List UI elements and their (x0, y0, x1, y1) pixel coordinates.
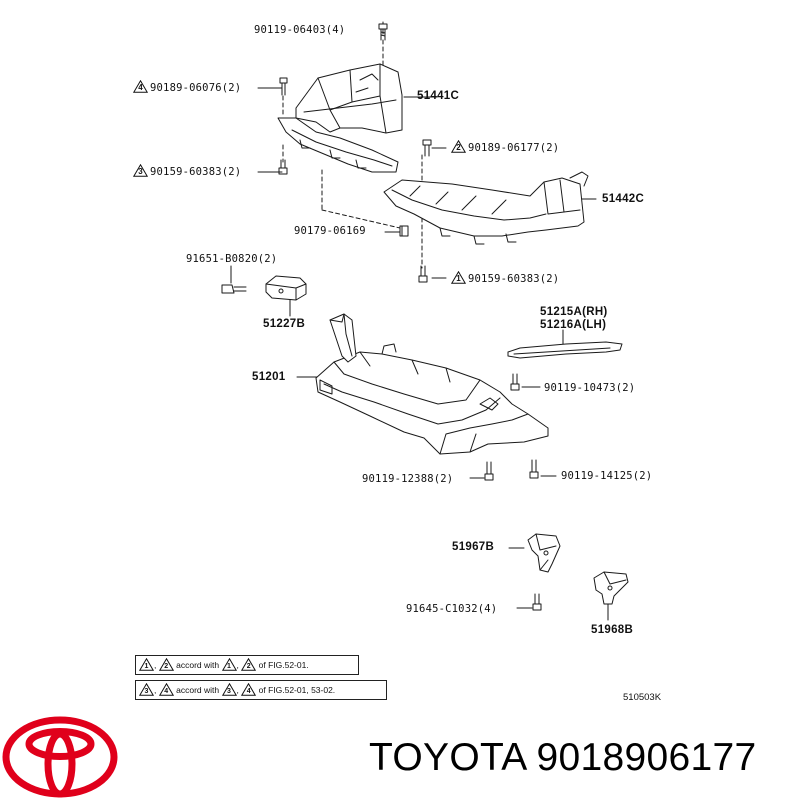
label-bracket-51967b: 51967B (452, 541, 495, 553)
label-bolt-10473: 90119-10473(2) (544, 382, 636, 394)
part-number: 9018906177 (536, 736, 757, 779)
label-bolt-top: 90119-06403(4) (254, 24, 346, 36)
label-bolt-c1032: 91645-C1032(4) (406, 603, 498, 615)
triangle-marker-4: 4 (133, 80, 148, 93)
note-box-2: 3, 4 accord with 3, 4 of FIG.52-01, 53-0… (135, 680, 387, 700)
label-cover-51442c: 51442C (602, 193, 645, 205)
label-brace-rh: 51215A(RH) (540, 306, 608, 318)
triangle-marker-3: 3 (133, 164, 148, 177)
brand-name: TOYOTA (369, 736, 526, 779)
note1-text-fig: of FIG.52-01. (258, 660, 309, 670)
label-screw-4: 90189-06076(2) (150, 82, 242, 94)
label-screw-2: 90189-06177(2) (468, 142, 560, 154)
label-bolt-b0820: 91651-B0820(2) (186, 253, 278, 265)
label-clip: 90179-06169 (294, 225, 366, 237)
toyota-logo-icon (2, 716, 118, 798)
label-crossmember: 51201 (252, 371, 286, 383)
label-bracket-51227b: 51227B (263, 318, 306, 330)
label-bolt-14125: 90119-14125(2) (561, 470, 653, 482)
label-bracket-51968b: 51968B (591, 624, 634, 636)
triangle-marker-1: 1 (451, 271, 466, 284)
label-cover-51441c: 51441C (417, 90, 460, 102)
note2-text-accord: accord with (176, 685, 220, 695)
label-bolt-12388: 90119-12388(2) (362, 473, 454, 485)
label-bolt-1: 90159-60383(2) (468, 273, 560, 285)
note-box-1: 1, 2 accord with 1, 2 of FIG.52-01. (135, 655, 359, 675)
note1-text-accord: accord with (176, 660, 220, 670)
note2-text-fig: of FIG.52-01, 53-02. (258, 685, 336, 695)
figure-code: 510503K (623, 692, 662, 703)
triangle-marker-2: 2 (451, 140, 466, 153)
label-bolt-3: 90159-60383(2) (150, 166, 242, 178)
brand-title: TOYOTA 9018906177 (369, 736, 756, 780)
label-brace-lh: 51216A(LH) (540, 319, 607, 331)
